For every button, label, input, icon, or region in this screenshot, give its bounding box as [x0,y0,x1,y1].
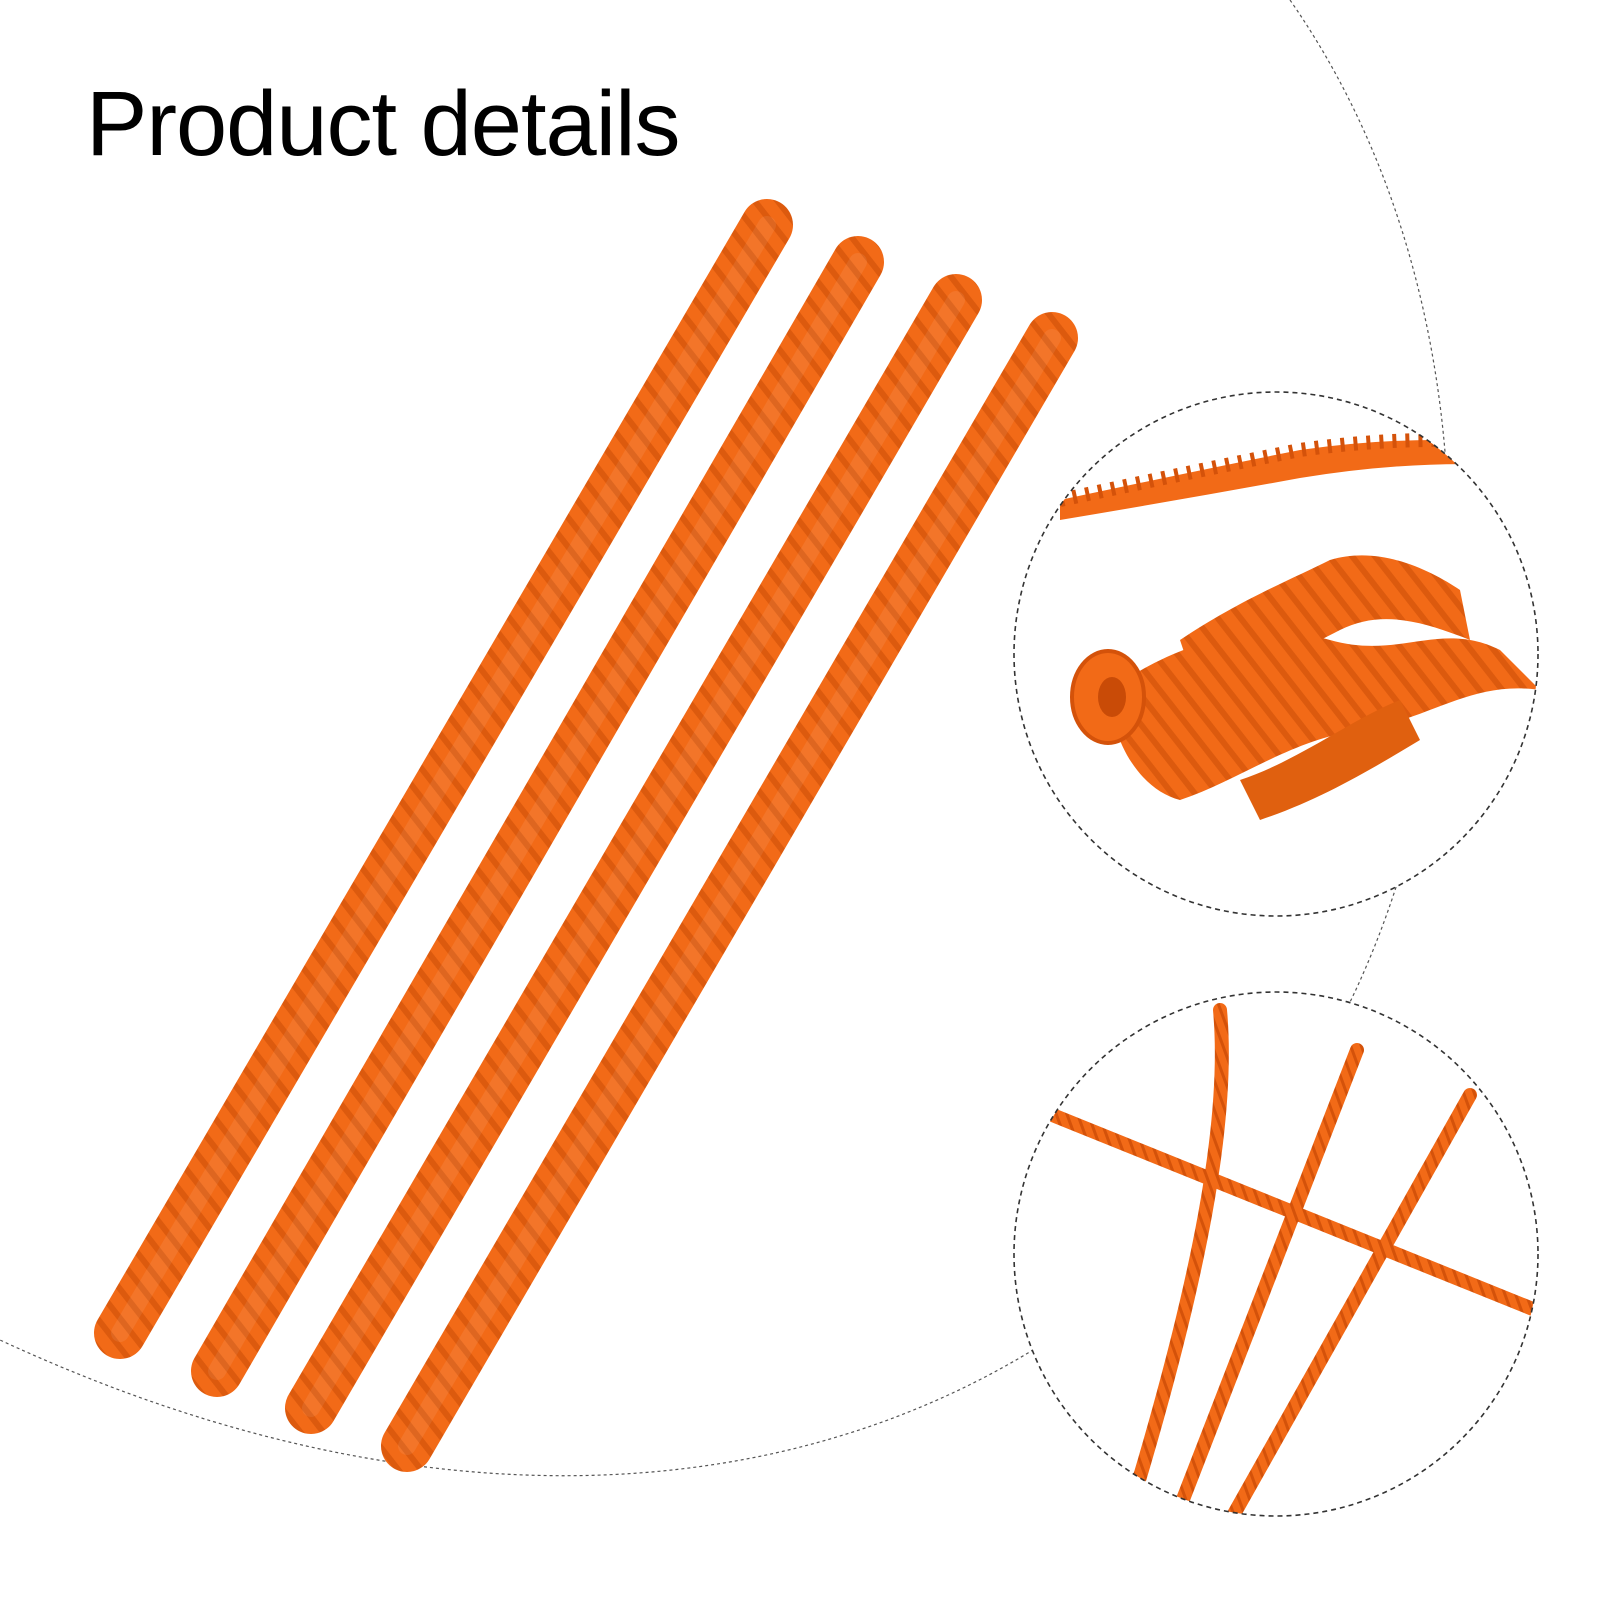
strip-1 [94,199,793,1359]
strip-2 [191,236,884,1397]
strips-group [94,199,1078,1472]
strip-4 [381,312,1078,1472]
strip-3 [285,274,982,1434]
detail-closeup-crossed [1013,991,1539,1517]
detail-closeup-twisted [1013,391,1539,917]
page-title: Product details [86,73,681,175]
